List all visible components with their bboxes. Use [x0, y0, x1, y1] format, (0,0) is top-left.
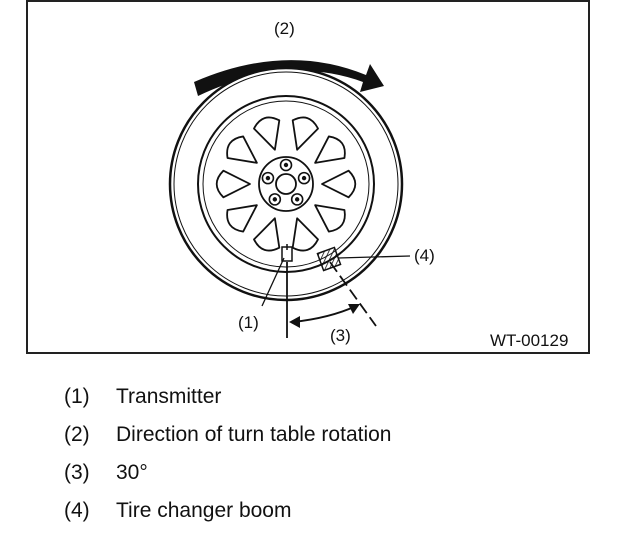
- rotation-arrow: [194, 60, 384, 96]
- spoke-windows: [215, 116, 357, 252]
- legend-number: (1): [64, 385, 90, 408]
- spoke-window: [215, 169, 251, 199]
- legend-item: (3) 30°: [64, 454, 391, 492]
- legend-number: (2): [64, 423, 90, 446]
- callout-4: (4): [414, 246, 435, 265]
- legend-text: 30°: [116, 461, 148, 484]
- lug-nut-center: [301, 175, 307, 181]
- lug-nut-center: [283, 162, 289, 168]
- spoke-window: [314, 204, 346, 233]
- legend-text: Tire changer boom: [116, 499, 292, 522]
- legend-item: (4) Tire changer boom: [64, 492, 391, 530]
- angle-arrowheads: [289, 304, 360, 328]
- spoke-window: [314, 135, 346, 164]
- legend-number: (4): [64, 499, 90, 522]
- callout-3: (3): [330, 326, 351, 345]
- transmitter: [281, 244, 293, 262]
- legend-item: (2) Direction of turn table rotation: [64, 416, 391, 454]
- lug-nuts: [261, 158, 311, 206]
- spoke-window: [253, 217, 281, 252]
- lug-nut-center: [272, 197, 278, 202]
- lug-nut-center: [265, 175, 271, 181]
- leader-lines: [261, 255, 411, 307]
- spoke-window: [321, 169, 357, 199]
- callout-2: (2): [274, 19, 295, 38]
- legend-text: Direction of turn table rotation: [116, 423, 392, 446]
- spoke-window: [226, 204, 258, 233]
- lug-nut-center: [294, 197, 300, 202]
- legend-text: Transmitter: [116, 385, 222, 408]
- legend-number: (3): [64, 461, 90, 484]
- legend: (1) Transmitter (2) Direction of turn ta…: [64, 378, 391, 530]
- tire-changer-boom: [316, 246, 342, 272]
- spoke-window: [291, 116, 319, 151]
- wheel-hub: [258, 156, 314, 212]
- figure-code: WT-00129: [490, 331, 568, 350]
- legend-item: (1) Transmitter: [64, 378, 391, 416]
- callout-1: (1): [238, 313, 259, 332]
- spoke-window: [226, 135, 258, 164]
- spoke-window: [253, 116, 281, 151]
